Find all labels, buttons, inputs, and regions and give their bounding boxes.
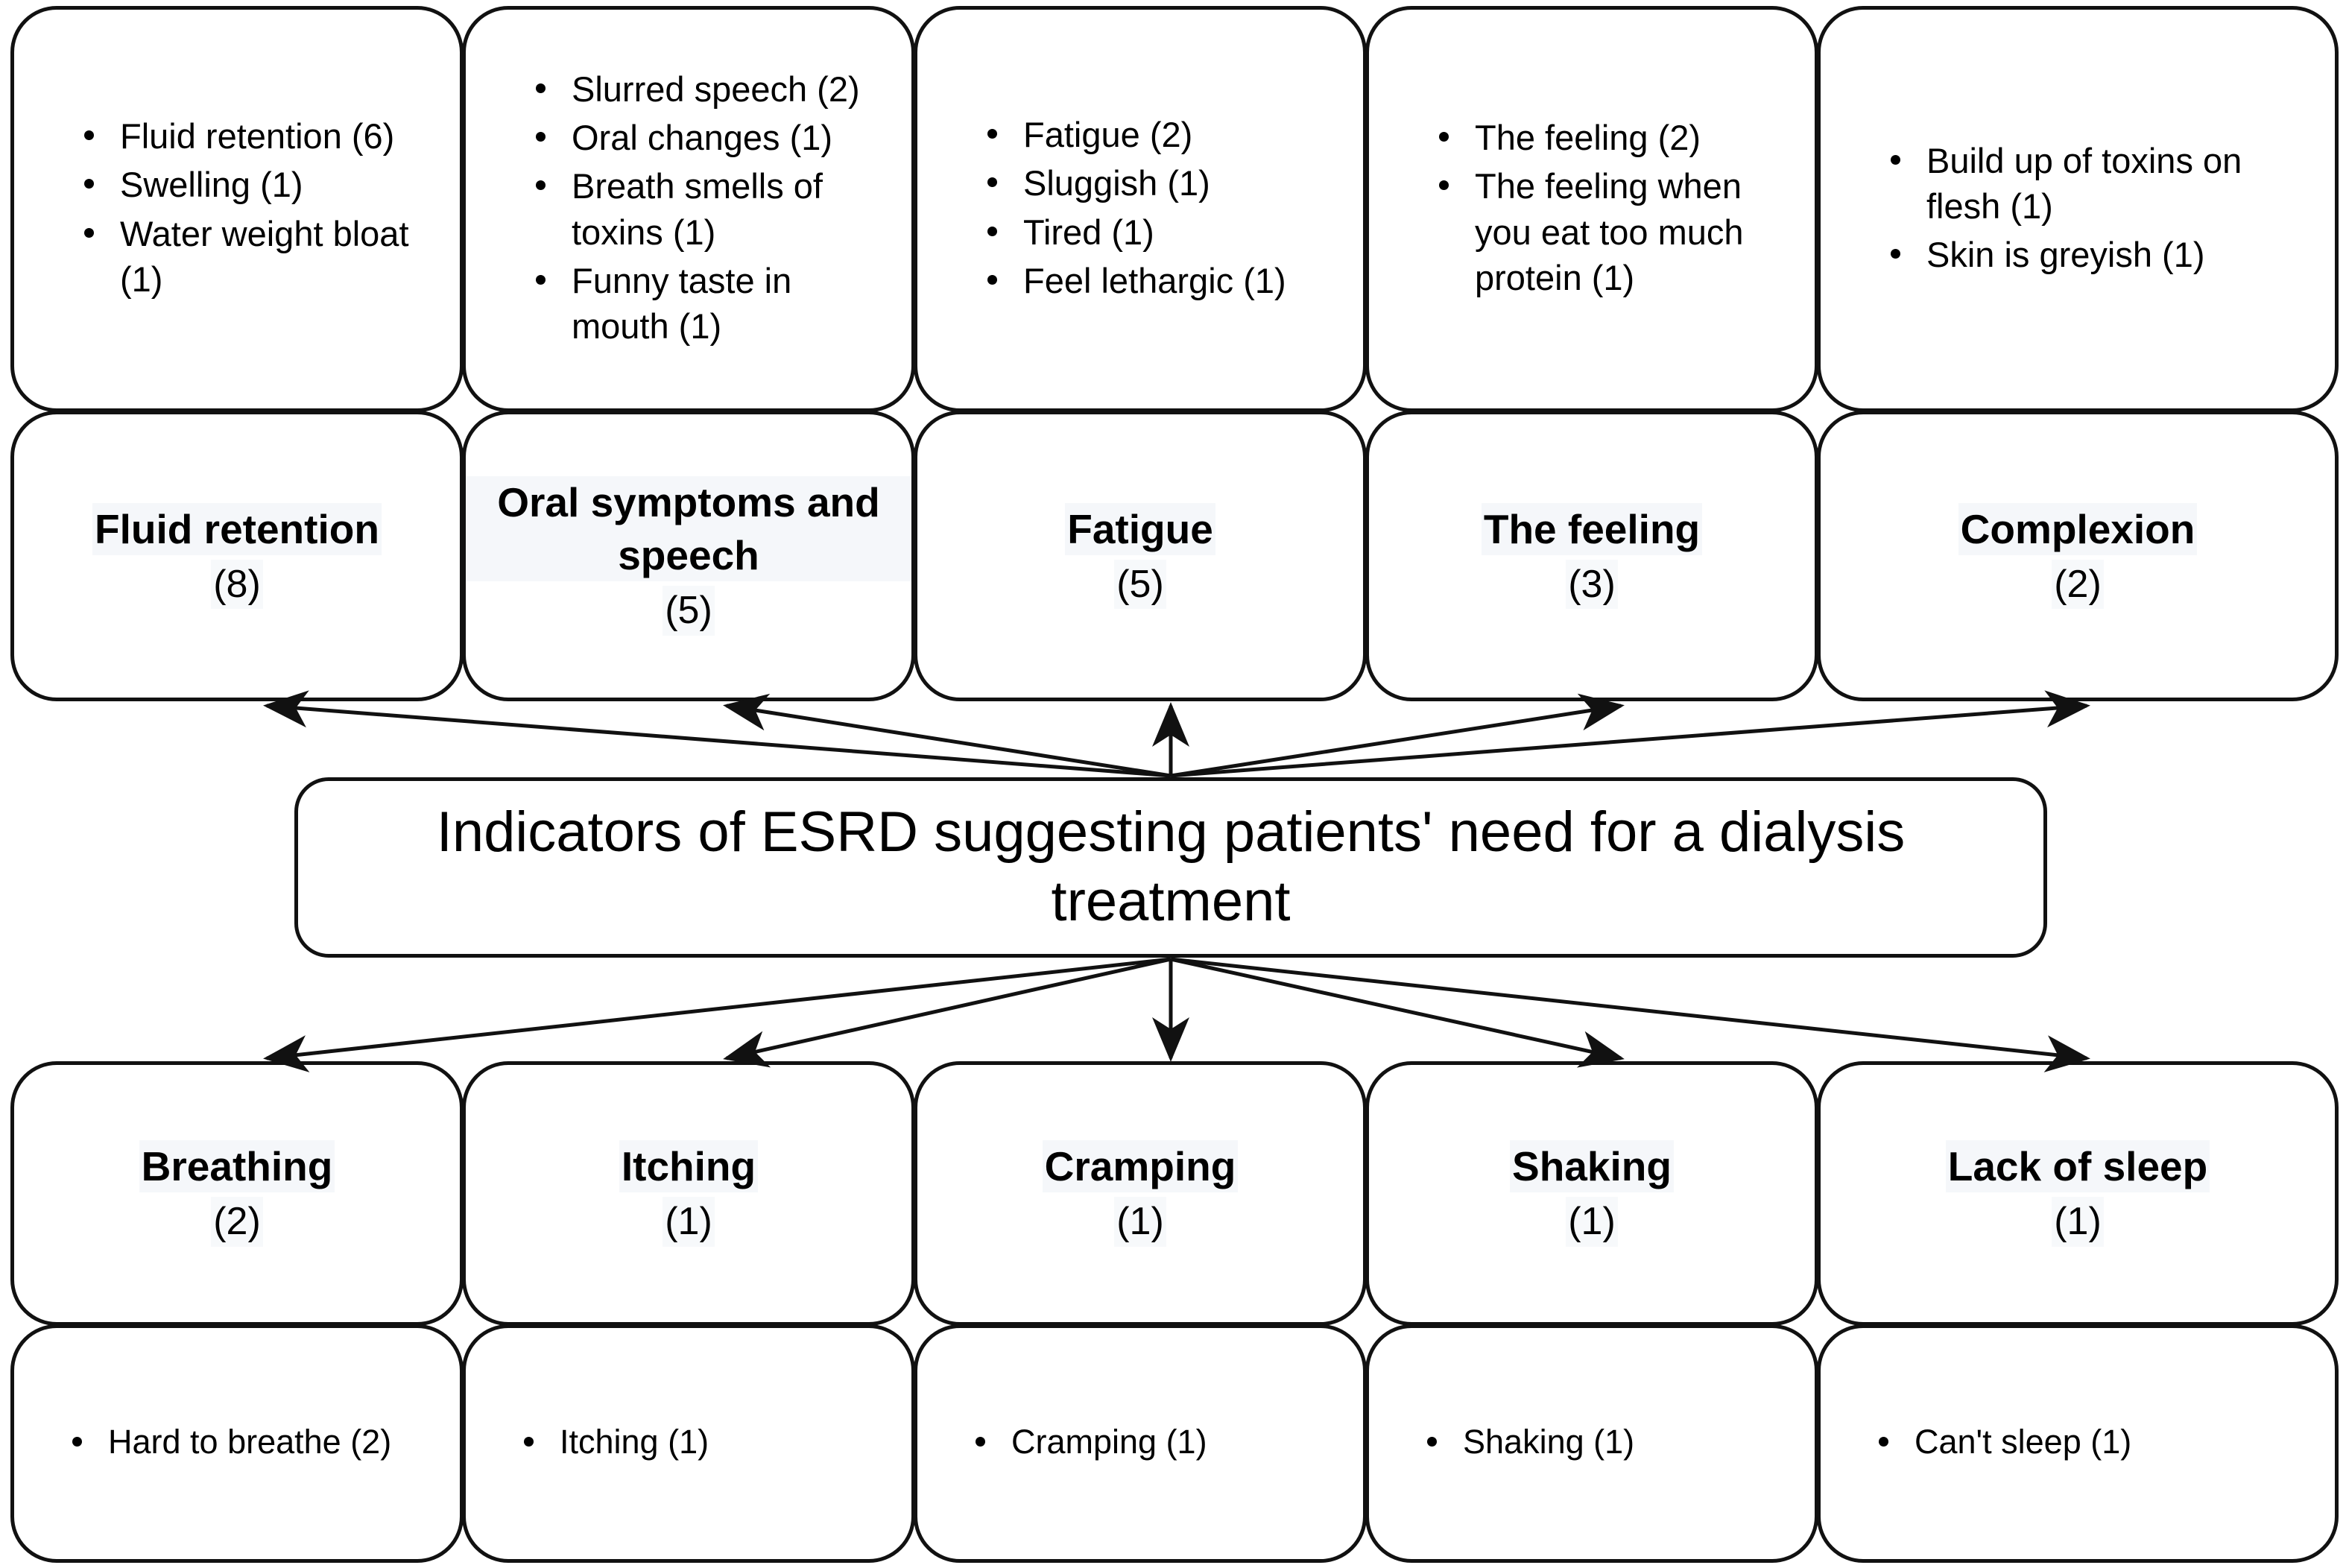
top-detail-box-4: The feeling (2) The feeling when you eat… xyxy=(1365,6,1818,412)
bottom-detail-box-3: Cramping (1) xyxy=(914,1324,1367,1563)
list-item: Skin is greyish (1) xyxy=(1885,232,2309,277)
list-item: The feeling (2) xyxy=(1433,115,1789,160)
arrow-to-fluid-retention xyxy=(263,690,1172,778)
top-category-box-complexion: Complexion (2) xyxy=(1817,411,2339,701)
bottom-category-box-breathing: Breathing (2) xyxy=(10,1061,464,1326)
list-item: The feeling when you eat too much protei… xyxy=(1433,163,1789,300)
category-title: Oral symptoms and speech xyxy=(466,476,911,582)
category-title: Lack of sleep xyxy=(1945,1140,2210,1193)
list-item: Build up of toxins on flesh (1) xyxy=(1885,138,2309,229)
category-count: (5) xyxy=(1114,559,1166,610)
bottom-detail-box-5: Can't sleep (1) xyxy=(1817,1324,2339,1563)
list-item: Fatigue (2) xyxy=(981,112,1338,157)
category-title: Fluid retention xyxy=(92,502,382,555)
bottom-category-box-shaking: Shaking (1) xyxy=(1365,1061,1818,1326)
category-count: (1) xyxy=(663,1197,715,1247)
category-count: (3) xyxy=(1566,559,1618,610)
list-item: Feel lethargic (1) xyxy=(981,258,1338,303)
top-detail-box-1: Fluid retention (6) Swelling (1) Water w… xyxy=(10,6,464,412)
bullet-list: The feeling (2) The feeling when you eat… xyxy=(1369,115,1815,303)
bullet-list: Shaking (1) xyxy=(1369,1420,1815,1467)
arrow-to-breathing xyxy=(263,957,1172,1072)
list-item: Tired (1) xyxy=(981,209,1338,255)
category-count: (1) xyxy=(2052,1197,2104,1247)
category-count: (1) xyxy=(1114,1197,1166,1247)
category-title: The feeling xyxy=(1481,502,1703,555)
list-item: Oral changes (1) xyxy=(530,115,886,160)
list-item: Can't sleep (1) xyxy=(1873,1420,2320,1464)
bullet-list: Itching (1) xyxy=(466,1420,911,1467)
category-count: (2) xyxy=(2052,559,2104,610)
bottom-detail-box-2: Itching (1) xyxy=(462,1324,915,1563)
arrow-to-itching xyxy=(723,957,1172,1068)
bullet-list: Build up of toxins on flesh (1) Skin is … xyxy=(1821,138,2335,280)
top-detail-box-2: Slurred speech (2) Oral changes (1) Brea… xyxy=(462,6,915,412)
bullet-list: Hard to breathe (2) xyxy=(14,1420,460,1467)
category-count: (2) xyxy=(211,1197,263,1247)
top-category-box-fluid-retention: Fluid retention (8) xyxy=(10,411,464,701)
list-item: Itching (1) xyxy=(518,1420,897,1464)
category-title: Breathing xyxy=(139,1140,335,1193)
top-category-box-fatigue: Fatigue (5) xyxy=(914,411,1367,701)
list-item: Cramping (1) xyxy=(970,1420,1348,1464)
category-count: (8) xyxy=(211,559,263,610)
arrow-to-oral-symptoms xyxy=(723,693,1172,778)
category-title: Itching xyxy=(619,1140,759,1193)
bullet-list: Can't sleep (1) xyxy=(1821,1420,2335,1467)
list-item: Sluggish (1) xyxy=(981,160,1338,206)
bullet-list: Fluid retention (6) Swelling (1) Water w… xyxy=(14,113,460,304)
list-item: Breath smells of toxins (1) xyxy=(530,163,886,254)
central-topic-box: Indicators of ESRD suggesting patients' … xyxy=(294,777,2047,958)
bottom-detail-box-1: Hard to breathe (2) xyxy=(10,1324,464,1563)
list-item: Water weight bloat (1) xyxy=(78,211,434,302)
arrow-to-complexion xyxy=(1170,690,2090,778)
list-item: Slurred speech (2) xyxy=(530,66,886,112)
bottom-detail-box-4: Shaking (1) xyxy=(1365,1324,1818,1563)
list-item: Funny taste in mouth (1) xyxy=(530,258,886,349)
bullet-list: Fatigue (2) Sluggish (1) Tired (1) Feel … xyxy=(917,112,1363,306)
category-title: Fatigue xyxy=(1065,502,1215,555)
arrow-to-lack-of-sleep xyxy=(1170,957,2090,1072)
bottom-category-box-itching: Itching (1) xyxy=(462,1061,915,1326)
bullet-list: Slurred speech (2) Oral changes (1) Brea… xyxy=(466,66,911,352)
arrow-to-shaking xyxy=(1170,957,1625,1068)
list-item: Fluid retention (6) xyxy=(78,113,434,159)
bottom-category-box-lack-of-sleep: Lack of sleep (1) xyxy=(1817,1061,2339,1326)
top-detail-box-3: Fatigue (2) Sluggish (1) Tired (1) Feel … xyxy=(914,6,1367,412)
bullet-list: Cramping (1) xyxy=(917,1420,1363,1467)
top-detail-box-5: Build up of toxins on flesh (1) Skin is … xyxy=(1817,6,2339,412)
category-count: (5) xyxy=(663,586,715,636)
list-item: Swelling (1) xyxy=(78,162,434,207)
top-category-box-oral-symptoms-and-speech: Oral symptoms and speech (5) xyxy=(462,411,915,701)
bottom-category-box-cramping: Cramping (1) xyxy=(914,1061,1367,1326)
category-count: (1) xyxy=(1566,1197,1618,1247)
category-title: Complexion xyxy=(1958,502,2198,555)
list-item: Hard to breathe (2) xyxy=(66,1420,445,1464)
category-title: Cramping xyxy=(1042,1140,1239,1193)
central-topic-text: Indicators of ESRD suggesting patients' … xyxy=(436,800,1906,933)
category-title: Shaking xyxy=(1510,1140,1674,1193)
list-item: Shaking (1) xyxy=(1421,1420,1800,1464)
arrow-to-the-feeling xyxy=(1170,693,1625,778)
top-category-box-the-feeling: The feeling (3) xyxy=(1365,411,1818,701)
